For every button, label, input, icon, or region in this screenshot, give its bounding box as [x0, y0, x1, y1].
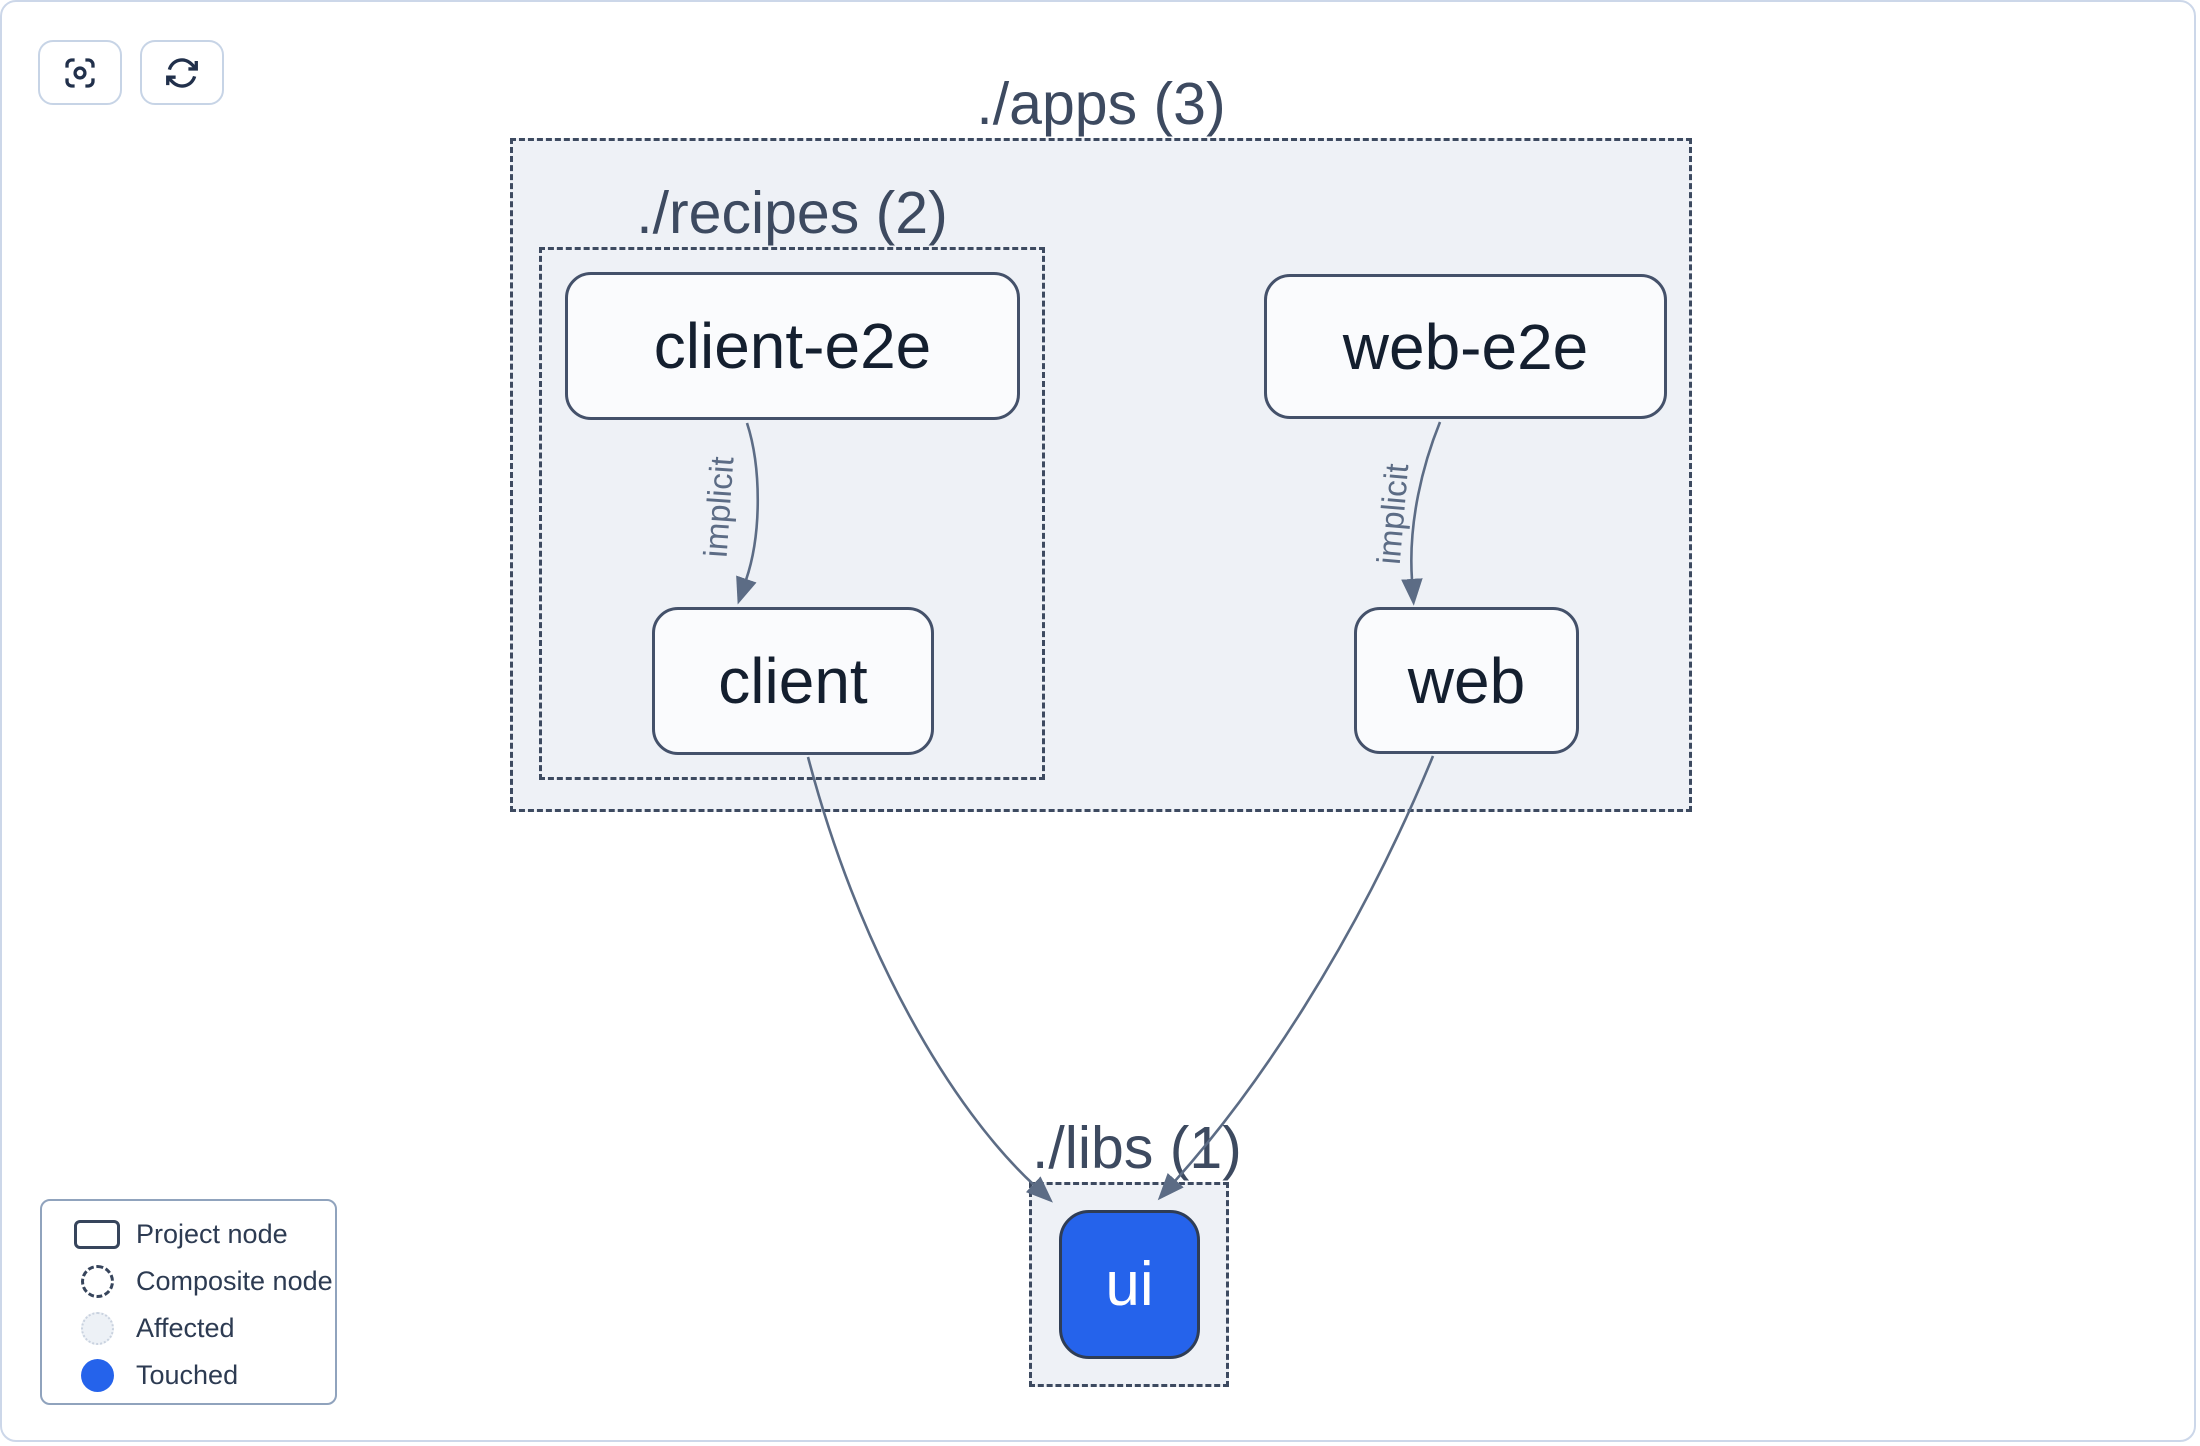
node-client-e2e[interactable]: client-e2e: [565, 272, 1020, 420]
zoom-to-fit-button[interactable]: [38, 40, 122, 105]
node-ui-label: ui: [1105, 1250, 1154, 1319]
composite-node-swatch: [80, 1265, 114, 1298]
node-client-label: client: [718, 645, 868, 717]
node-web-e2e[interactable]: web-e2e: [1264, 274, 1667, 419]
legend-item-composite-node: Composite node: [66, 1258, 335, 1305]
legend-item-touched: Touched: [66, 1352, 335, 1399]
group-libs-label: ./libs (1): [1032, 1115, 1242, 1181]
viewfinder-focus-icon: [65, 57, 95, 88]
legend-label: Project node: [136, 1219, 288, 1249]
legend-label: Affected: [136, 1313, 235, 1343]
node-client[interactable]: client: [652, 607, 934, 755]
node-web-label: web: [1407, 644, 1526, 717]
legend-label: Composite node: [136, 1266, 333, 1296]
edge-client-e2e-to-client[interactable]: [736, 422, 759, 605]
legend-item-project-node: Project node: [66, 1211, 335, 1258]
refresh-arrows-icon: [166, 57, 198, 88]
node-client-e2e-label: client-e2e: [653, 310, 932, 382]
legend-label: Touched: [136, 1360, 239, 1390]
affected-swatch: [80, 1312, 114, 1345]
node-ui[interactable]: ui: [1059, 1210, 1200, 1359]
project-node-swatch: [74, 1220, 120, 1249]
node-web[interactable]: web: [1354, 607, 1579, 754]
legend-item-affected: Affected: [66, 1305, 335, 1352]
edge-web-e2e-to-web[interactable]: [1401, 421, 1442, 606]
edge-web-to-ui[interactable]: [1157, 755, 1435, 1201]
edge-client-to-ui[interactable]: [806, 756, 1053, 1203]
node-web-e2e-label: web-e2e: [1342, 310, 1589, 383]
group-recipes-label: ./recipes (2): [636, 180, 948, 246]
legend: Project node Composite node Affected Tou…: [40, 1199, 337, 1405]
touched-swatch: [80, 1359, 114, 1392]
refresh-button[interactable]: [140, 40, 224, 105]
graph-toolbar: [38, 40, 224, 105]
group-apps-label: ./apps (3): [976, 71, 1226, 137]
